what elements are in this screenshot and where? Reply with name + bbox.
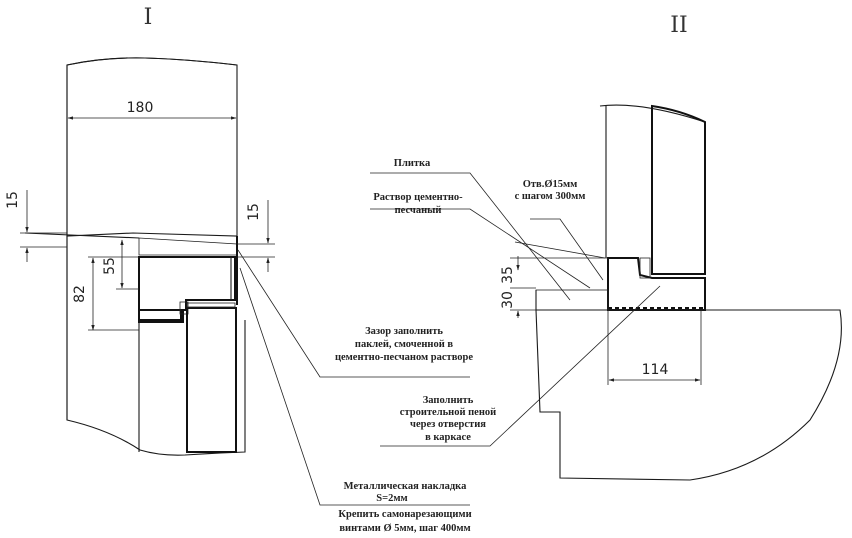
dimension-15-right: 15: [237, 200, 275, 272]
leader-gap-fill: [237, 249, 470, 378]
door-leaf: [186, 302, 237, 453]
dimension-82-label: 82: [72, 285, 88, 303]
dimension-15-right-label: 15: [246, 203, 262, 221]
threshold-profile: [607, 257, 706, 311]
note-tile: Плитка: [394, 158, 431, 169]
leader-mortar: [370, 208, 591, 289]
leader-tile: [370, 172, 571, 301]
wall-lower-outline: [66, 236, 246, 456]
floor-slab: [535, 309, 842, 481]
note-holes-line1: Отв.Ø15мм: [523, 179, 578, 190]
note-screws-line1: Крепить самонарезающими: [338, 509, 471, 520]
note-foam-line1: Заполнить: [423, 395, 474, 406]
section-ii: II 35 30: [370, 13, 842, 481]
dimension-30-label: 30: [500, 291, 516, 309]
note-gap-line2: паклей, смоченной в: [355, 339, 453, 350]
dimension-55-label: 55: [102, 257, 118, 275]
note-screws-line2: винтами Ø 5мм, шаг 400мм: [339, 523, 470, 534]
section-label-ii: II: [670, 13, 687, 38]
notes: Плитка Раствор цементно- песчаный Отв.Ø1…: [335, 158, 585, 534]
note-mortar-line2: песчаный: [395, 205, 442, 216]
dimension-180: 180: [67, 100, 237, 120]
door-leaf-right: [651, 104, 706, 275]
dimension-114-label: 114: [642, 362, 669, 378]
section-i: I 180: [5, 5, 470, 506]
note-holes-line2: с шагом 300мм: [515, 191, 586, 202]
dimension-82: 82: [72, 256, 139, 331]
seal-strip: [138, 309, 184, 323]
leader-metal-plate: [239, 267, 470, 506]
dimension-114: 114: [607, 310, 702, 385]
note-plate-line2: S=2мм: [376, 493, 407, 504]
note-foam-line4: в каркасе: [425, 432, 471, 443]
note-gap-line3: цементно-песчаном растворе: [335, 352, 473, 363]
note-plate-line1: Металлическая накладка: [344, 481, 467, 492]
note-foam-line3: через отверстия: [410, 419, 486, 430]
note-foam-line2: строительной пеной: [400, 407, 496, 418]
dimension-30: 30: [500, 287, 536, 318]
mortar-bed: [138, 237, 238, 256]
dimension-55: 55: [102, 239, 139, 290]
note-mortar-line1: Раствор цементно-: [373, 192, 463, 203]
floor-tile-mortar: [535, 289, 609, 311]
leader-foam: [380, 285, 661, 447]
dimension-15-left-label: 15: [5, 191, 21, 209]
note-gap-line1: Зазор заполнить: [365, 326, 443, 337]
dimension-15-left: 15: [5, 190, 67, 262]
dimension-35-label: 35: [500, 266, 516, 284]
dimension-35: 35: [500, 241, 608, 284]
leader-holes: [530, 218, 604, 281]
dimension-180-label: 180: [127, 100, 154, 116]
section-label-i: I: [144, 5, 153, 30]
